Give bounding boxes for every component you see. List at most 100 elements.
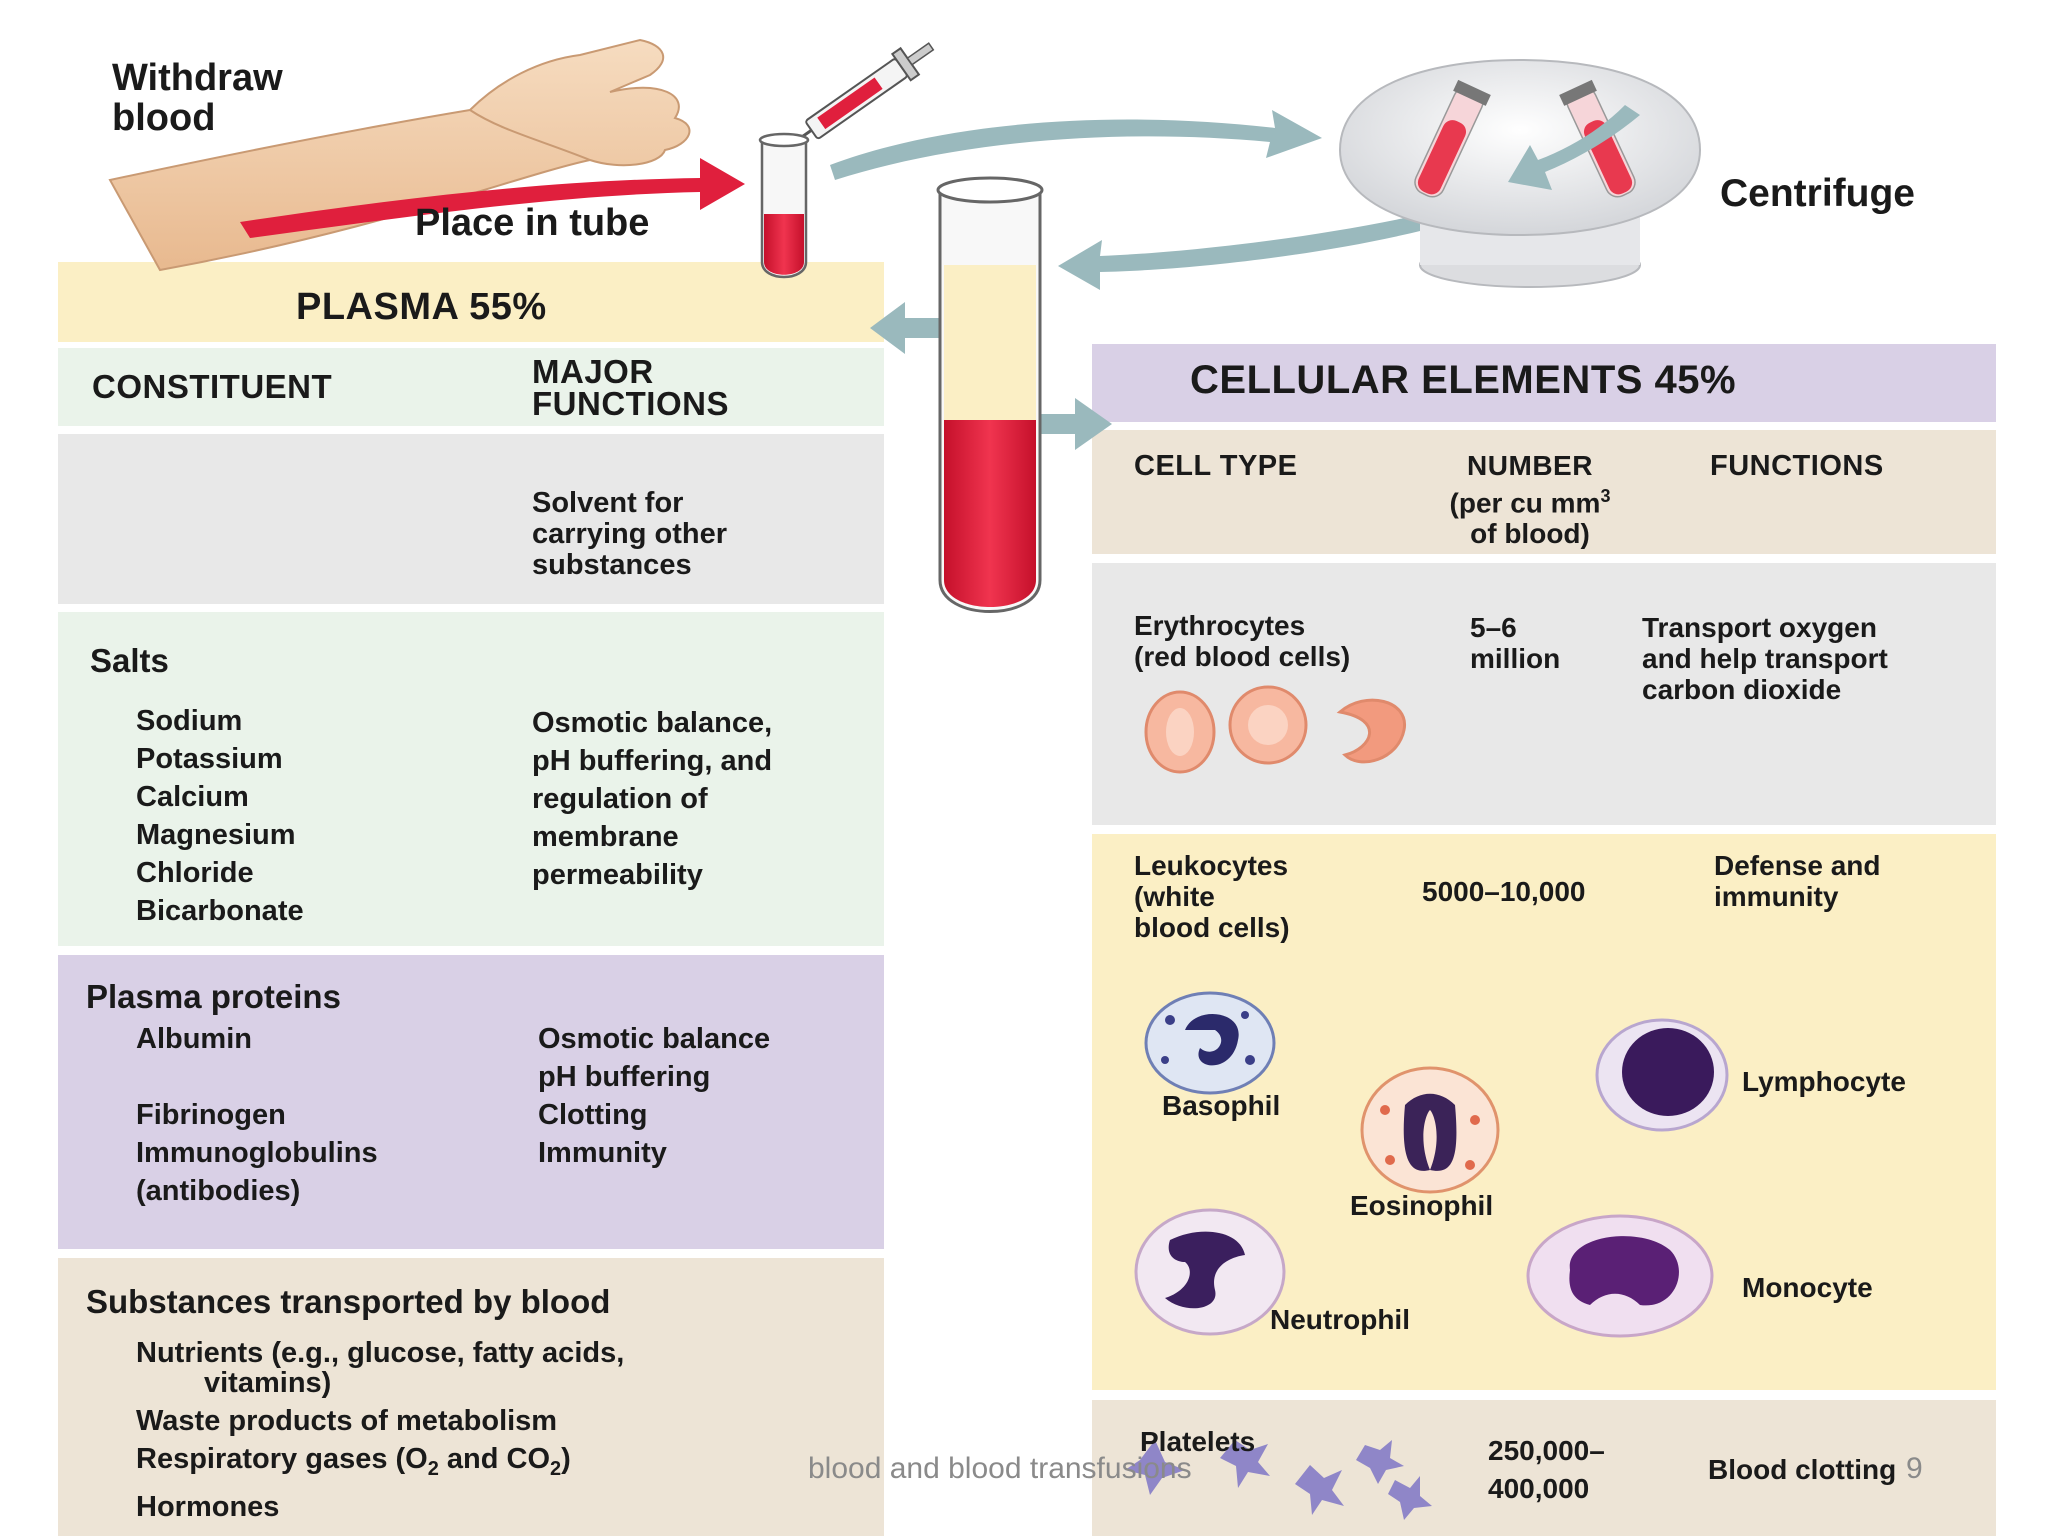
plasma-col-constituent: CONSTITUENT xyxy=(92,368,333,405)
platelets-type: Platelets xyxy=(1140,1426,1256,1457)
erythrocytes-functions: Transport oxygen and help transport carb… xyxy=(1642,612,1888,705)
lymphocyte-label: Lymphocyte xyxy=(1742,1066,1906,1097)
col-number-superscript: 3 xyxy=(1600,486,1611,506)
platelet-cells-icon xyxy=(1125,1440,1432,1520)
salts-title: Salts xyxy=(90,642,169,679)
transported-item: vitamins) xyxy=(204,1367,332,1399)
transported-title: Substances transported by blood xyxy=(86,1283,611,1320)
protein-item-spacer xyxy=(136,1058,378,1096)
proteins-title: Plasma proteins xyxy=(86,978,341,1015)
salt-function-line: Osmotic balance, xyxy=(532,707,773,739)
protein-item: Albumin xyxy=(136,1023,252,1055)
erythrocytes-type-line: (red blood cells) xyxy=(1134,641,1351,672)
protein-item: (antibodies) xyxy=(136,1175,301,1207)
withdraw-line-2: blood xyxy=(112,97,216,139)
platelets-functions: Blood clotting xyxy=(1708,1454,1897,1485)
plasma-title: PLASMA 55% xyxy=(296,286,547,328)
salt-function-line: regulation of xyxy=(532,783,708,815)
syringe-icon xyxy=(785,42,935,149)
salts-list: Sodium Potassium Calcium Magnesium Chlor… xyxy=(136,702,304,930)
cellular-col-type: CELL TYPE xyxy=(1134,450,1298,482)
salt-function-line: permeability xyxy=(532,859,703,891)
arrow-from-centrifuge xyxy=(1058,196,1500,290)
col-number-line: (per cu mm3 xyxy=(1410,481,1650,518)
cellular-title: CELLULAR ELEMENTS 45% xyxy=(1190,358,1737,402)
salt-function-line: membrane xyxy=(532,821,679,853)
salt-item: Sodium xyxy=(136,705,243,737)
water-function-line: substances xyxy=(532,549,692,581)
leukocytes-functions: Defense and immunity xyxy=(1714,850,1881,912)
plasma-header-panel xyxy=(58,262,884,342)
salt-item: Potassium xyxy=(136,743,283,775)
neutrophil-cell-icon xyxy=(1134,1208,1286,1336)
platelets-number-line: 250,000– xyxy=(1488,1435,1605,1466)
plasma-water-panel xyxy=(58,434,884,604)
salt-item: Chloride xyxy=(136,857,254,889)
protein-item: Immunoglobulins xyxy=(136,1137,378,1169)
cellular-col-functions: FUNCTIONS xyxy=(1710,450,1884,482)
salt-function-line: pH buffering, and xyxy=(532,745,773,777)
cellular-header-panel xyxy=(1092,344,1996,422)
gases-text: and CO xyxy=(438,1443,551,1475)
platelets-number-line: 400,000 xyxy=(1488,1473,1590,1504)
transported-item: Nutrients (e.g., glucose, fatty acids, xyxy=(136,1337,625,1369)
plasma-proteins-panel xyxy=(58,955,884,1249)
salts-functions: Osmotic balance, pH buffering, and regul… xyxy=(532,704,772,894)
cellular-columns-panel xyxy=(1092,430,1996,554)
protein-function-line: pH buffering xyxy=(538,1061,711,1093)
red-arrow xyxy=(240,158,745,238)
protein-function-line: Osmotic balance xyxy=(538,1023,771,1055)
col-number-line: of blood) xyxy=(1470,518,1590,550)
lymphocyte-cell-icon xyxy=(1595,1018,1729,1132)
withdraw-line-1: Withdraw xyxy=(112,57,283,99)
co2-subscript: 2 xyxy=(550,1457,562,1480)
slide-caption: blood and blood transfusions xyxy=(808,1452,1192,1485)
protein-item: Fibrinogen xyxy=(136,1099,286,1131)
water-functions: Solvent for carrying other substances xyxy=(532,488,727,581)
slide-page-number: 9 xyxy=(1906,1452,1923,1485)
col-number-unit: (per cu mm xyxy=(1449,487,1601,519)
erythrocytes-function-line: carbon dioxide xyxy=(1642,674,1842,705)
plasma-col-functions-line-2: FUNCTIONS xyxy=(532,385,729,422)
plasma-transported-panel xyxy=(58,1258,884,1536)
water-function-line: carrying other xyxy=(532,518,727,550)
salt-item: Calcium xyxy=(136,781,249,813)
o2-subscript: 2 xyxy=(427,1457,439,1480)
arm-illustration xyxy=(108,38,691,272)
erythrocytes-number-line: 5–6 xyxy=(1470,612,1517,643)
small-test-tube xyxy=(758,132,810,279)
withdraw-blood-label: Withdraw blood xyxy=(112,58,283,138)
centrifuge-illustration xyxy=(1338,58,1702,288)
plasma-salts-panel xyxy=(58,612,884,946)
leukocytes-type-line: Leukocytes xyxy=(1134,850,1289,881)
proteins-functions: Osmotic balance pH buffering Clotting Im… xyxy=(538,1020,770,1172)
gases-text: ) xyxy=(561,1443,571,1475)
erythrocytes-number: 5–6 million xyxy=(1470,612,1560,674)
plasma-col-functions: MAJOR FUNCTIONS xyxy=(532,355,729,422)
basophil-cell-icon xyxy=(1144,991,1276,1095)
transported-item-gases: Respiratory gases (O2 and CO2) xyxy=(136,1444,624,1484)
leukocytes-function-line: Defense and xyxy=(1714,850,1881,881)
transported-list: Nutrients (e.g., glucose, fatty acids, v… xyxy=(136,1338,624,1522)
neutrophil-label: Neutrophil xyxy=(1270,1304,1410,1335)
separated-blood-tube xyxy=(936,176,1044,613)
arrow-to-plasma xyxy=(870,302,945,354)
arrow-to-cellular xyxy=(1040,398,1112,450)
monocyte-cell-icon xyxy=(1526,1214,1714,1338)
eosinophil-cell-icon xyxy=(1360,1066,1500,1194)
col-number-line: NUMBER xyxy=(1467,450,1593,481)
cellular-erythrocytes-panel xyxy=(1092,563,1996,825)
arrow-to-centrifuge xyxy=(830,110,1322,180)
erythrocytes-number-line: million xyxy=(1470,643,1561,674)
salt-item: Bicarbonate xyxy=(136,895,304,927)
monocyte-label: Monocyte xyxy=(1742,1272,1873,1303)
leukocytes-type-line: (white xyxy=(1134,881,1215,912)
platelets-number: 250,000– 400,000 xyxy=(1488,1432,1605,1508)
erythrocytes-function-line: and help transport xyxy=(1642,643,1888,674)
cellular-col-number: NUMBER (per cu mm3 of blood) xyxy=(1410,450,1650,549)
protein-function-line: Immunity xyxy=(538,1137,667,1169)
place-in-tube-label: Place in tube xyxy=(415,202,650,244)
leukocytes-type: Leukocytes (white blood cells) xyxy=(1134,850,1290,943)
water-function-line: Solvent for xyxy=(532,487,684,519)
centrifuge-label: Centrifuge xyxy=(1720,172,1915,215)
